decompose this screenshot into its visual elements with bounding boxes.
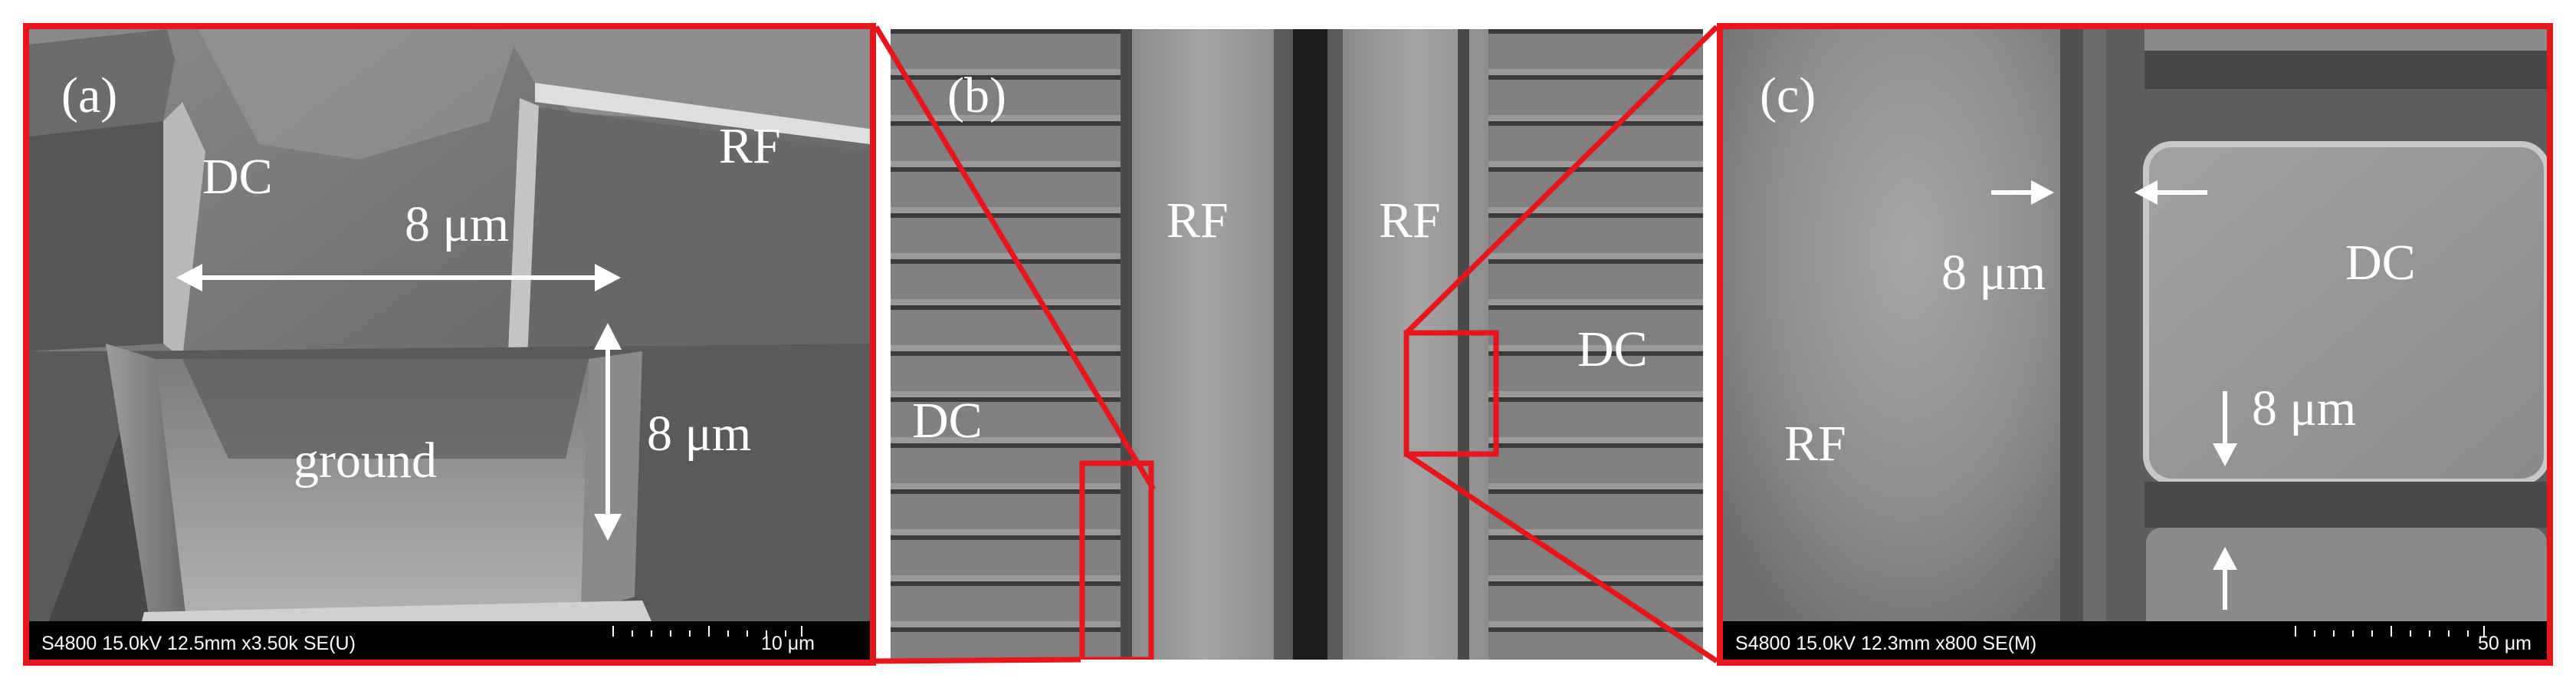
panel-c-gap-label: 8 μm <box>1941 245 2046 301</box>
panel-c-dc-label: DC <box>2345 235 2416 291</box>
panel-b-tag: (b) <box>947 67 1006 123</box>
panel-c-tag: (c) <box>1760 67 1816 123</box>
panel-a-gap-label: 8 μm <box>405 196 510 252</box>
panel-a-scale-ticks <box>612 626 802 637</box>
panel-b-rf-left-label: RF <box>1167 193 1229 248</box>
panel-b-dc-right-label: DC <box>1577 321 1648 377</box>
panel-c-info-bar: S4800 15.0kV 12.3mm x800 SE(M) 50 μm <box>1723 621 2547 660</box>
panel-b: (b) RF RF DC DC <box>891 29 1703 660</box>
panel-a: S4800 15.0kV 12.5mm x3.50k SE(U) 10 μm (… <box>29 29 870 660</box>
panel-b-dc-left-label: DC <box>912 393 983 449</box>
panel-c-sem-image <box>1723 29 2547 660</box>
panel-c-scale-ticks <box>2295 626 2485 637</box>
panel-a-tag: (a) <box>61 67 118 123</box>
panel-a-depth-label: 8 μm <box>647 406 752 462</box>
panel-c-vgap-label: 8 μm <box>2252 380 2357 436</box>
panel-a-rf-label: RF <box>719 118 781 174</box>
panel-c: S4800 15.0kV 12.3mm x800 SE(M) 50 μm (c)… <box>1723 29 2547 660</box>
panel-a-info-text: S4800 15.0kV 12.5mm x3.50k SE(U) <box>41 633 356 654</box>
panel-a-info-bar: S4800 15.0kV 12.5mm x3.50k SE(U) 10 μm <box>29 621 870 660</box>
panel-c-scale-label: 50 μm <box>2478 633 2532 654</box>
panel-a-dc-label: DC <box>202 149 273 205</box>
panel-c-rf-label: RF <box>1784 416 1846 472</box>
panel-c-info-text: S4800 15.0kV 12.3mm x800 SE(M) <box>1735 633 2037 654</box>
panel-a-ground-label: ground <box>294 433 437 489</box>
panel-a-scale-label: 10 μm <box>761 633 815 654</box>
panel-b-rf-right-label: RF <box>1379 193 1441 248</box>
